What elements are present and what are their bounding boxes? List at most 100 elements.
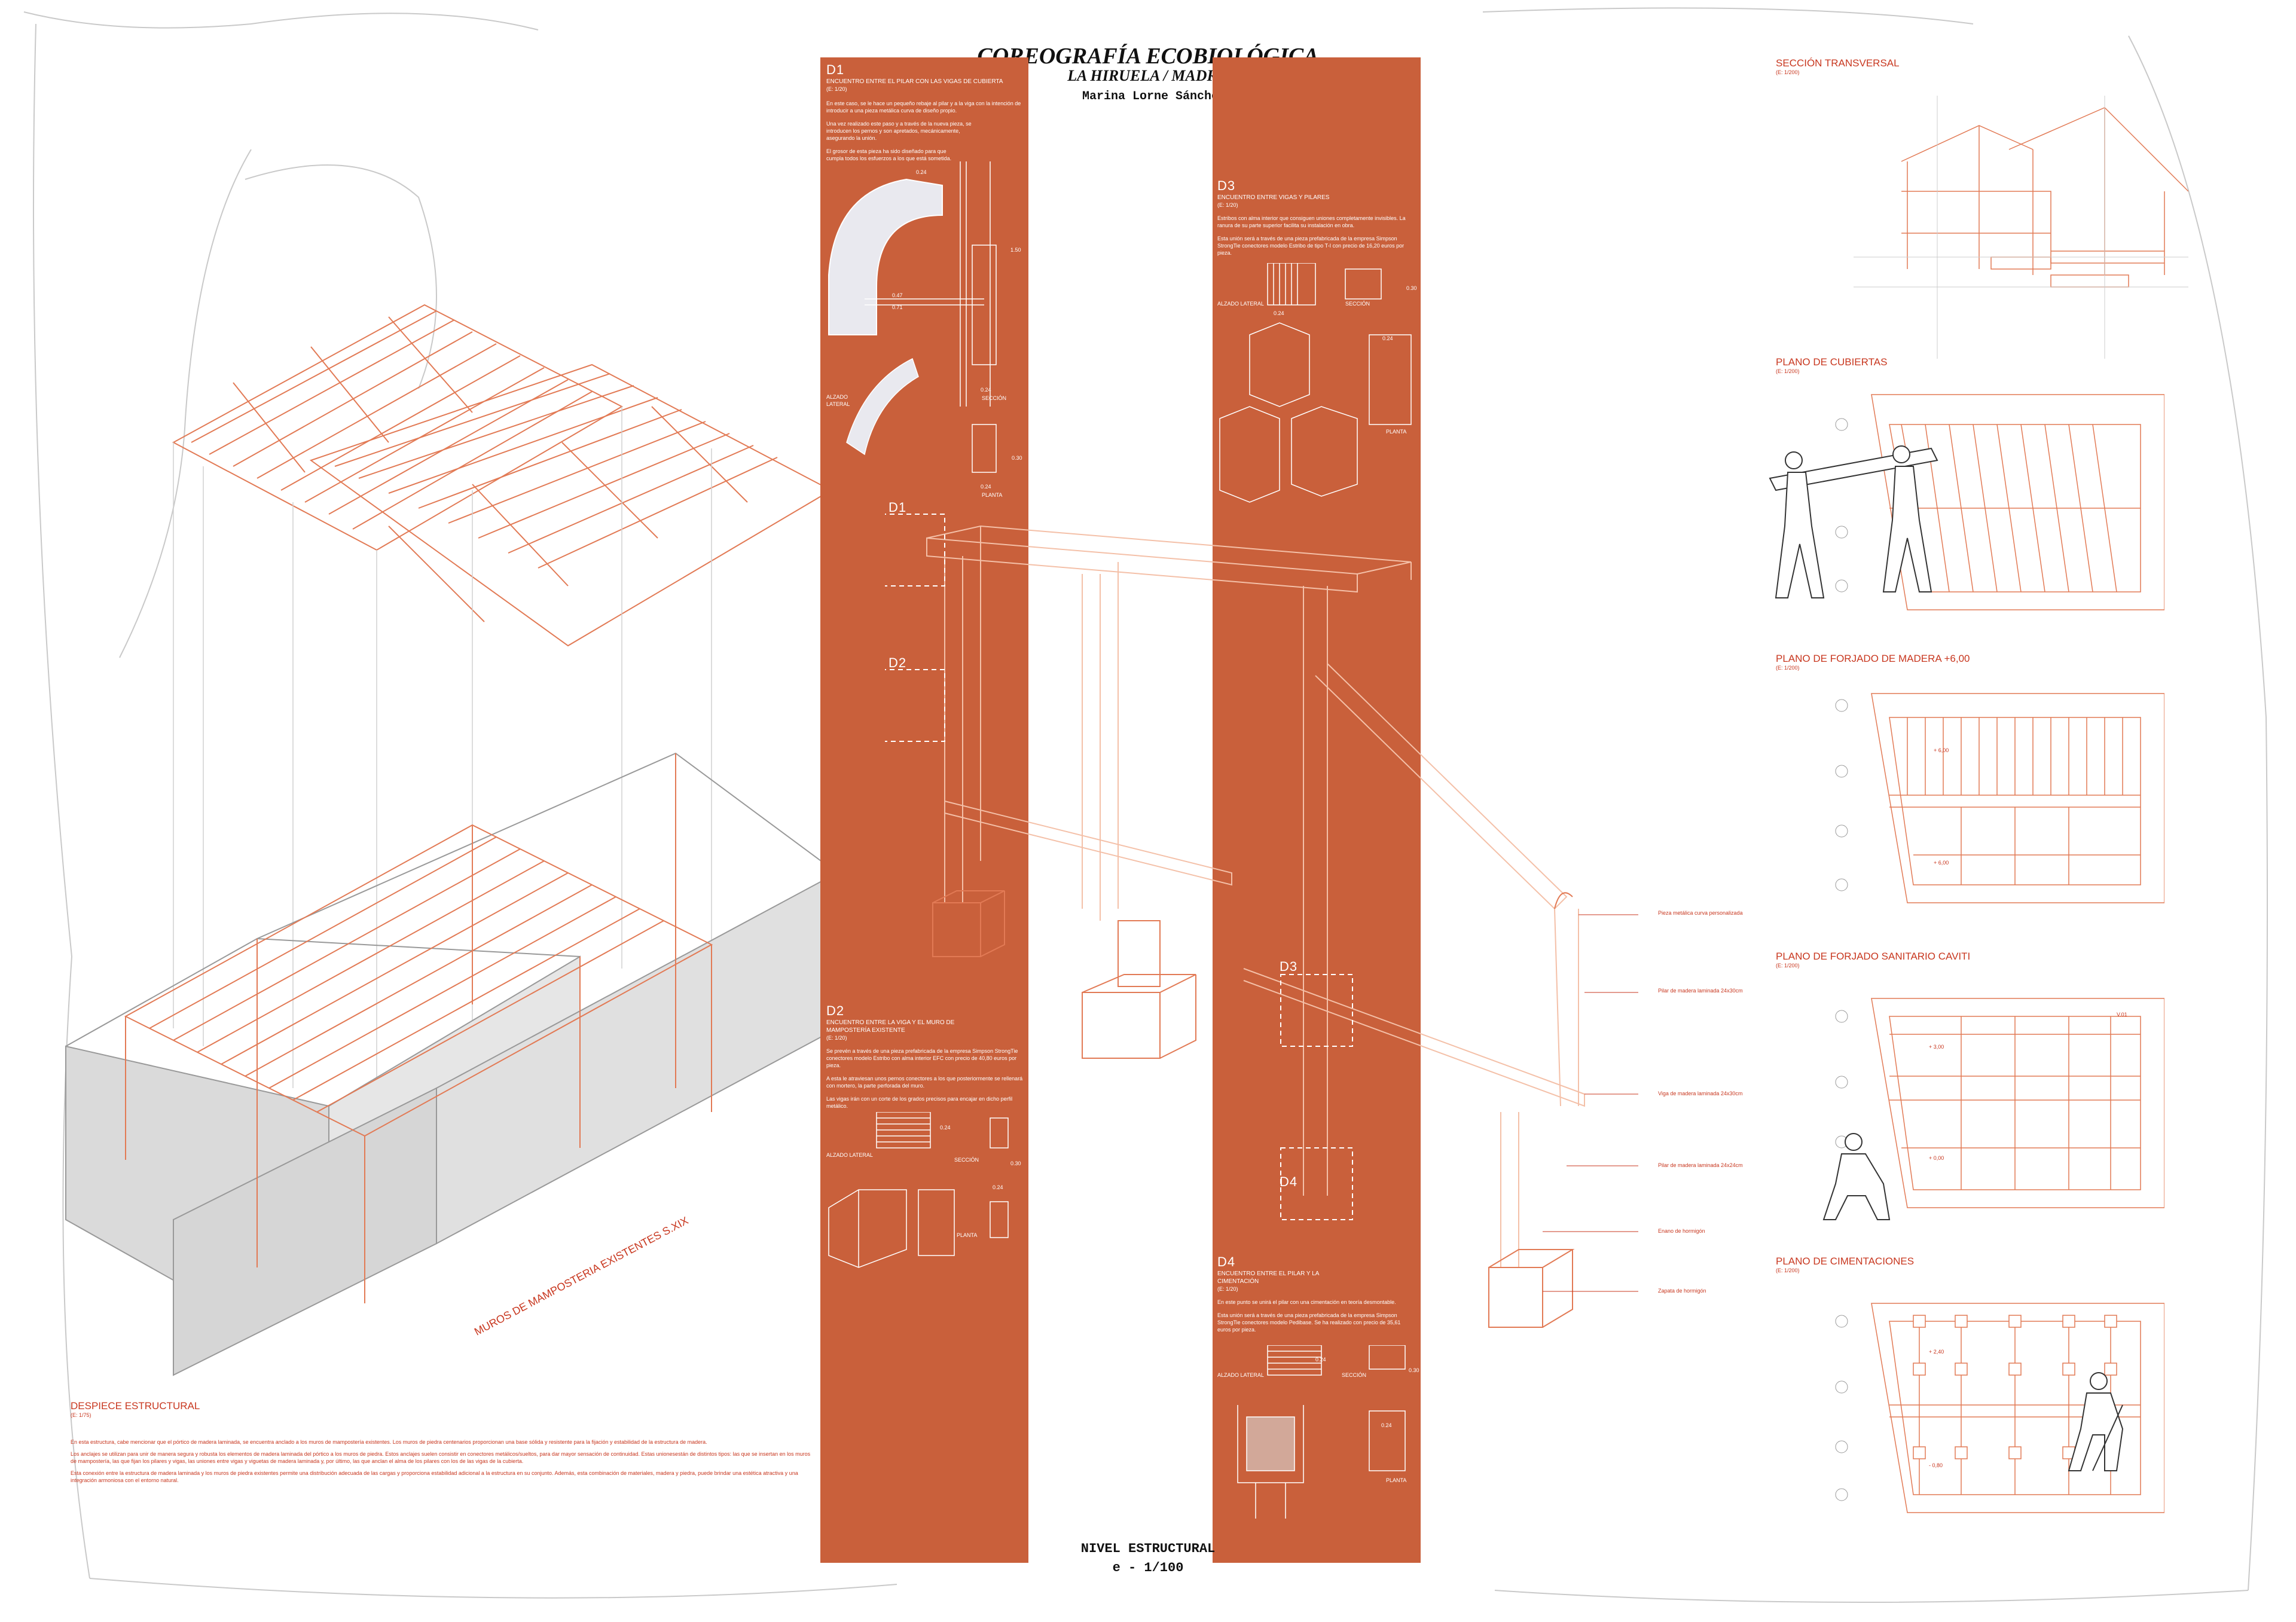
footer-level: NIVEL ESTRUCTURAL [1080,1541,1216,1556]
cimentaciones-drawing [1835,1303,2164,1513]
d1-dim-5: 0.24 [981,484,991,490]
d2-code: D2 [826,1003,845,1018]
d1-paragraph-2: Una vez realizado este paso y a través d… [826,121,972,141]
d1-dim-3: 1.50 [1010,247,1021,253]
person-carrying-beam-icon [1769,445,1938,598]
d1-dim-6: 0.30 [1012,455,1022,461]
d2-dim-1: 0.24 [993,1184,1003,1190]
person-crouching-icon [1822,1133,1891,1220]
despiece-paragraph-1: En esta estructura, cabe mencionar que e… [71,1439,707,1445]
d2-dim-0: 0.24 [940,1125,951,1131]
d1-planta-label: PLANTA [982,492,1003,498]
plan-2-level-0: + 6,00 [1934,747,1949,753]
detail-d1: D1 ENCUENTRO ENTRE EL PILAR CON LAS VIGA… [826,62,1024,162]
despiece-paragraph-2: Los anclajes se utilizan para unir de ma… [71,1451,811,1464]
d2-planta-label: PLANTA [957,1232,978,1238]
project-location: LA HIRUELA / MADRID [1067,67,1235,84]
d2-paragraph-3: Las vigas irán con un corte de los grado… [826,1096,1013,1109]
d1-alzado-label: ALZADO LATERAL [826,394,850,407]
d1-seccion-label: SECCIÓN [982,395,1007,401]
d4-code: D4 [1217,1254,1236,1269]
detail-d3: D3 ENCUENTRO ENTRE VIGAS Y PILARES (E: 1… [1217,178,1415,256]
plan-1-scale: (E: 1/200) [1776,368,1800,374]
plan-3-level-0: + 3,00 [1929,1044,1944,1050]
d4-paragraph-1: En este punto se unirá el pilar con una … [1217,1299,1396,1305]
label-viga-24x30: Viga de madera laminada 24x30cm [1658,1091,1743,1096]
d3-dim-0: 0.24 [1274,310,1284,316]
callout-d3: D3 [1280,959,1298,974]
d4-seccion-label: SECCIÓN [1342,1372,1367,1378]
plan-3-tag: V.01 [2117,1012,2127,1018]
plan-4-title: PLANO DE CIMENTACIONES [1776,1256,1915,1267]
plan-2-title: PLANO DE FORJADO DE MADERA +6,00 [1776,653,1970,664]
d2-dim-2: 0.30 [1010,1160,1021,1166]
d1-paragraph-3: El grosor de esta pieza ha sido diseñado… [826,148,952,161]
d2-scale: (E: 1/20) [826,1035,847,1041]
plan-3-title: PLANO DE FORJADO SANITARIO CAVITI [1776,951,1971,962]
d4-dim-1: 0.30 [1409,1367,1419,1373]
label-pilar-24x30: Pilar de madera laminada 24x30cm [1658,988,1743,994]
seccion-drawing [1854,96,2188,359]
portal-frame-drawing [885,514,1638,1328]
plan-4-level-0: + 2,40 [1929,1349,1944,1355]
d4-planta-label: PLANTA [1386,1477,1407,1483]
label-zapata: Zapata de hormigón [1658,1288,1706,1294]
detail-d4: D4 ENCUENTRO ENTRE EL PILAR Y LA CIMENTA… [1217,1254,1415,1333]
d3-paragraph-1: Estribos con alma interior que consiguen… [1217,215,1406,228]
person-digging-icon [2068,1372,2124,1471]
d2-title: ENCUENTRO ENTRE LA VIGA Y EL MURO DE MAM… [826,1019,955,1034]
d4-dim-2: 0.24 [1381,1422,1392,1428]
d1-title: ENCUENTRO ENTRE EL PILAR CON LAS VIGAS D… [826,78,1003,85]
d4-alzado-label: ALZADO LATERAL [1217,1372,1264,1378]
project-author: Marina Lorne Sánchez [1082,90,1226,103]
d4-title: ENCUENTRO ENTRE EL PILAR Y LA CIMENTACIÓ… [1217,1270,1319,1285]
plan-3-scale: (E: 1/200) [1776,963,1800,969]
forjado-sanitario-drawing [1835,998,2164,1208]
despiece-section: DESPIECE ESTRUCTURAL (E: 1/75) En esta e… [71,1400,812,1484]
d2-paragraph-2: A esta le atraviesan unos pernos conecto… [826,1076,1023,1089]
d1-paragraph-1: En este caso, se le hace un pequeño reba… [826,100,1021,114]
d2-drawings [828,1112,1009,1268]
label-pieza-metalica: Pieza metálica curva personalizada [1658,910,1743,916]
plan-3-level-1: + 0,00 [1929,1155,1944,1161]
structural-axonometric [65,304,879,1376]
d4-scale: (E: 1/20) [1217,1286,1238,1292]
forjado-madera-drawing [1835,693,2164,903]
callout-d2: D2 [889,655,907,670]
d3-code: D3 [1217,178,1236,193]
d4-paragraph-2: Esta unión será a través de una pieza pr… [1217,1312,1401,1333]
plan-4-scale: (E: 1/200) [1776,1267,1800,1273]
d1-dim-2: 0.71 [892,304,903,310]
plan-2-scale: (E: 1/200) [1776,665,1800,671]
d1-code: D1 [826,62,845,77]
plan-0-title: SECCIÓN TRANSVERSAL [1776,57,1900,69]
plan-2-level-1: + 6,00 [1934,860,1949,866]
despiece-heading: DESPIECE ESTRUCTURAL [71,1400,200,1412]
d2-seccion-label: SECCIÓN [954,1157,979,1163]
d1-drawings [828,161,997,473]
detail-d2: D2 ENCUENTRO ENTRE LA VIGA Y EL MURO DE … [826,1003,1024,1110]
d3-drawings [1219,263,1412,503]
plan-0-scale: (E: 1/200) [1776,69,1800,75]
d4-drawings [1237,1345,1406,1519]
d2-paragraph-1: Se prevén a través de una pieza prefabri… [826,1048,1018,1068]
d3-dim-2: 0.24 [1382,335,1393,341]
d3-planta-label: PLANTA [1386,429,1407,435]
d1-dim-4: 0.24 [981,387,991,393]
label-pilar-24x24: Pilar de madera laminada 24x24cm [1658,1162,1743,1168]
d3-scale: (E: 1/20) [1217,202,1238,208]
callout-d4: D4 [1280,1174,1298,1189]
d1-scale: (E: 1/20) [826,86,847,92]
d1-dim-0: 0.24 [916,169,927,175]
despiece-scale: (E: 1/75) [71,1412,91,1418]
d3-paragraph-2: Esta unión será a través de una pieza pr… [1217,236,1405,256]
detail-panel-right [1213,57,1421,1563]
despiece-paragraph-3: Esta conexión entre la estructura de mad… [71,1470,798,1483]
d3-alzado-label: ALZADO LATERAL [1217,301,1264,307]
plan-1-title: PLANO DE CUBIERTAS [1776,356,1888,368]
d3-seccion-label: SECCIÓN [1345,301,1370,307]
plan-4-level-1: - 0,80 [1929,1462,1943,1468]
d3-title: ENCUENTRO ENTRE VIGAS Y PILARES [1217,194,1330,201]
label-enano: Enano de hormigón [1658,1228,1705,1234]
